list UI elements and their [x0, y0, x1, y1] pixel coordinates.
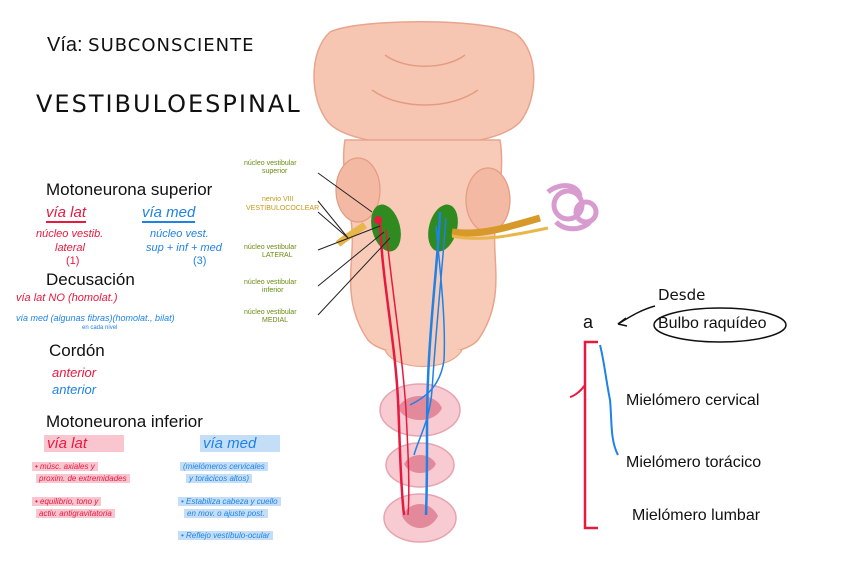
- lower-lateral-bullet2b: activ. antigravitatoria: [36, 509, 115, 518]
- lower-medial-bullet1a: (mielómeros cervicales: [180, 462, 268, 471]
- label-nerve-viii-2: VESTIBULOCOCLEAR: [246, 205, 320, 212]
- label-inferior-nucleus-1: núcleo vestibular: [244, 279, 297, 286]
- desde-label: Desde: [658, 286, 706, 304]
- upper-medial-text1: núcleo vest.: [150, 228, 209, 240]
- lower-lateral-heading: vía lat: [44, 435, 124, 452]
- bulbo-raquideo-label: Bulbo raquídeo: [658, 315, 767, 332]
- upper-medial-text2: sup + inf + med: [146, 242, 222, 254]
- via-label: Vía:: [47, 34, 83, 56]
- via-value: SUBCONSCIENTE: [88, 35, 255, 56]
- vestibular-nuclei-right: [428, 204, 458, 252]
- pathway-type-label: Vía: SUBCONSCIENTE: [47, 34, 254, 57]
- lateral-vestibulospinal-tract: [378, 221, 406, 516]
- level-cervical: Mielómero cervical: [626, 392, 760, 409]
- upper-lateral-heading: vía lat: [46, 204, 87, 223]
- cerebellar-peduncle-right: [465, 167, 511, 233]
- upper-lateral-num: (1): [66, 255, 80, 267]
- label-medial-nucleus-1: núcleo vestibular: [244, 309, 297, 316]
- medial-level-bracket: [599, 344, 619, 456]
- nuclei-leader-lines: [317, 172, 391, 316]
- decussation-medial-subtext: en cada nivel: [82, 325, 118, 331]
- label-lateral-nucleus-1: núcleo vestibular: [244, 244, 297, 251]
- decussation-lateral-text: vía lat NO (homolat.): [16, 292, 118, 304]
- bulbo-oval: [653, 307, 787, 343]
- cord-lateral-text: anterior: [52, 365, 97, 380]
- level-lumbar: Mielómero lumbar: [632, 507, 761, 524]
- label-nerve-viii-1: nervio VIII: [262, 196, 294, 203]
- medial-vestibulospinal-tract: [424, 211, 442, 516]
- upper-medial-heading: vía med: [142, 204, 196, 223]
- upper-lateral-text2: lateral: [55, 242, 85, 254]
- cerebellar-peduncle-left: [335, 157, 381, 223]
- lower-medial-bullet3: • Reflejo vestíbulo-ocular: [178, 531, 273, 540]
- spinal-segment-lumbar: [383, 493, 457, 543]
- label-superior-nucleus-2: superior: [262, 168, 288, 175]
- decussation-title: Decusación: [46, 270, 135, 289]
- lower-medial-bullet1b: y torácicos altos): [186, 474, 253, 483]
- vestibulocochlear-nerve: [451, 214, 541, 237]
- origin-arrow: [617, 305, 656, 325]
- lower-lateral-bullet2a: • equilibrio, tono y: [32, 497, 102, 506]
- tract-title: VESTIBULOESPINAL: [36, 90, 302, 118]
- label-lateral-nucleus-2: LATERAL: [262, 252, 293, 259]
- label-medial-nucleus-2: MEDIAL: [262, 317, 289, 324]
- diencephalon: [313, 21, 535, 146]
- upper-motor-neuron-title: Motoneurona superior: [46, 180, 213, 199]
- a-label: a: [583, 312, 594, 332]
- lower-medial-heading: vía med: [200, 435, 280, 452]
- lower-lateral-bullet1a: • músc. axiales y: [32, 462, 98, 471]
- lower-medial-bullet2b: en mov. o ajuste post.: [184, 509, 268, 518]
- inner-ear-labyrinth: [546, 183, 599, 232]
- lower-lateral-bullet1b: proxim. de extremidades: [36, 474, 130, 483]
- decussation-medial-text: vía med (algunas fibras)(homolat., bilat…: [16, 313, 175, 323]
- lower-medial-bullet2a: • Estabiliza cabeza y cuello: [178, 497, 281, 506]
- upper-medial-num: (3): [193, 255, 207, 267]
- cord-medial-text: anterior: [52, 382, 97, 397]
- cord-title: Cordón: [49, 341, 105, 360]
- label-superior-nucleus-1: núcleo vestibular: [244, 160, 297, 167]
- lateral-level-bracket: [583, 340, 598, 530]
- lower-motor-neuron-title: Motoneurona inferior: [46, 412, 203, 431]
- level-thoracic: Mielómero torácico: [626, 454, 762, 471]
- spinal-segment-thoracic: [385, 442, 455, 488]
- label-inferior-nucleus-2: inferior: [262, 287, 284, 294]
- upper-lateral-text1: núcleo vestib.: [36, 228, 104, 240]
- spinal-segment-cervical: [379, 383, 461, 437]
